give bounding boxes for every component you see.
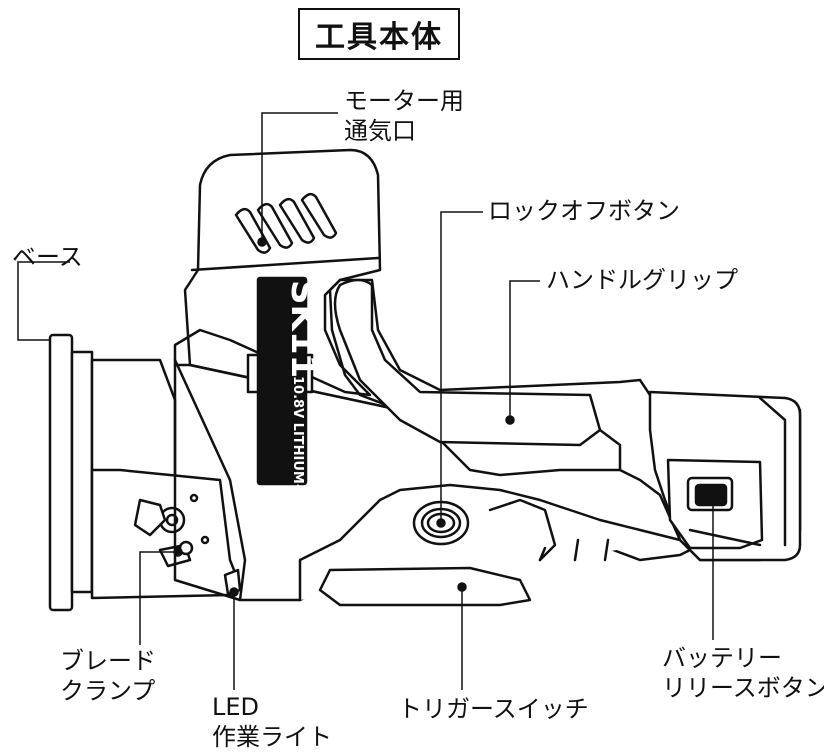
- trigger-shape: [318, 498, 610, 607]
- label-lock-off-button: ロックオフボタン: [488, 197, 680, 225]
- label-blade-clamp-line1: ブレード: [60, 647, 156, 675]
- leader-lock-off: [440, 211, 483, 523]
- label-base: ベース: [12, 243, 83, 271]
- handle-grip: [333, 278, 622, 472]
- label-blade-clamp-line2: クランプ: [60, 677, 156, 705]
- label-battery-release: バッテリー リリースボタン: [662, 643, 824, 703]
- leader-base: [17, 261, 70, 341]
- label-led-light: LED 作業ライト: [212, 692, 332, 752]
- leader-handle-grip: [509, 280, 540, 420]
- label-trigger-switch: トリガースイッチ: [398, 695, 589, 723]
- leader-blade-clamp: [139, 551, 178, 645]
- label-handle-grip: ハンドルグリップ: [546, 266, 738, 294]
- label-motor-vent-line2: 通気口: [344, 117, 416, 145]
- motor-vent-slots: [234, 192, 338, 254]
- label-led-light-line2: 作業ライト: [212, 723, 332, 751]
- brand-logo-text: SK11: [283, 280, 323, 378]
- label-blade-clamp: ブレード クランプ: [60, 646, 156, 706]
- battery-pack: [648, 390, 802, 562]
- label-battery-release-line2: リリースボタン: [662, 674, 824, 702]
- page-title: 工具本体: [298, 8, 460, 60]
- label-battery-release-line1: バッテリー: [662, 644, 782, 672]
- label-motor-vent: モーター用 通気口: [344, 86, 464, 146]
- logo-plate: [256, 276, 308, 486]
- label-motor-vent-line1: モーター用: [344, 87, 464, 115]
- brand-logo: SK11 10.8V LITHIUM-ION: [283, 280, 323, 516]
- leader-motor-vent: [261, 112, 338, 242]
- label-led-light-line1: LED: [212, 693, 260, 721]
- leader-lines: [17, 112, 718, 690]
- blade-holder-housing: [90, 468, 242, 600]
- brand-model-text: 10.8V LITHIUM-ION: [290, 376, 305, 516]
